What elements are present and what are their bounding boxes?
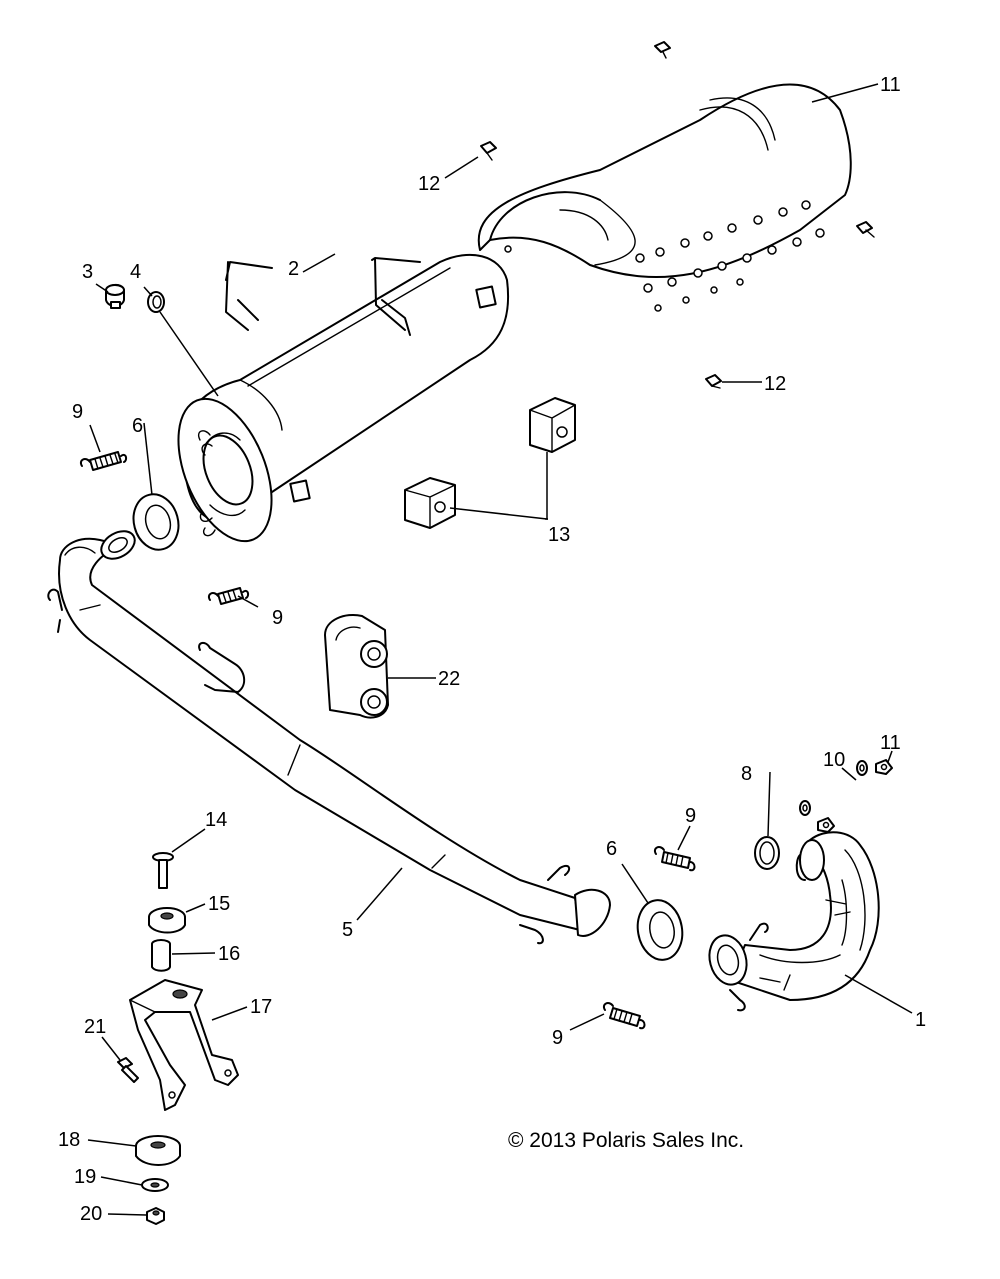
callout-8: 11 [880,74,901,96]
washer-10-a [799,800,811,816]
callout-7: 8 [741,763,752,785]
callout-20: 20 [80,1203,102,1225]
callout-10: 10 [823,749,845,771]
callout-9-d: 9 [552,1027,563,1049]
muffler-part [177,253,510,543]
bolt-12-lower [705,374,722,389]
callout-22: 22 [438,668,460,690]
callout-9-c: 9 [685,805,696,827]
callout-3: 3 [82,261,93,283]
callout-9-b: 9 [272,607,283,629]
isolator-block-22 [324,614,389,719]
callout-1: 1 [915,1009,926,1031]
callout-21: 21 [84,1016,106,1038]
seal-ring-6-b [636,899,684,961]
nut-11 [875,759,893,775]
callout-9-a: 9 [72,401,83,423]
callout-15: 15 [208,893,230,915]
callout-12-upper: 12 [418,173,440,195]
isolator-13-a [404,477,456,529]
callout-13: 13 [548,524,570,546]
seal-ring-6-a [132,493,180,551]
bracket-17 [129,979,239,1111]
callout-2: 2 [288,258,299,280]
spring-9-a [80,451,128,471]
callout-16: 16 [218,943,240,965]
grommet-15 [148,907,186,934]
plug-part-3 [105,284,125,309]
callout-6-b: 6 [606,838,617,860]
gasket-part-4 [147,291,165,313]
bolt-21 [117,1057,139,1083]
sleeve-16 [151,939,171,972]
bolt-12-upper [480,141,497,161]
spring-9-b [208,587,250,605]
callout-labels: 11 12 2 3 4 9 6 12 13 9 22 8 10 11 9 6 5… [58,74,926,1225]
isolator-13-b [529,397,576,453]
callout-5: 5 [342,919,353,941]
header-pipe-1 [708,831,880,1012]
spring-9-d [603,1002,646,1030]
o-ring-7 [754,836,780,870]
bolt-14 [152,852,174,889]
bolt-top [654,41,671,59]
callout-18: 18 [58,1129,80,1151]
callout-4: 4 [130,261,141,283]
copyright-notice: © 2013 Polaris Sales Inc. [508,1129,744,1152]
heat-shield-part [477,83,852,312]
leader-lines [87,83,913,1216]
head-pipe-5 [47,530,611,945]
spring-9-c [654,846,696,872]
grommet-18 [135,1135,181,1166]
callout-14: 14 [205,809,227,831]
callout-12-lower: 12 [764,373,786,395]
nut-a [817,817,835,833]
washer-10-b [856,760,868,776]
callout-17: 17 [250,996,272,1018]
washer-19 [141,1178,169,1192]
bolt-right [856,221,875,238]
callout-19: 19 [74,1166,96,1188]
nut-20 [146,1207,165,1225]
callout-11: 11 [880,732,901,754]
callout-6-a: 6 [132,415,143,437]
